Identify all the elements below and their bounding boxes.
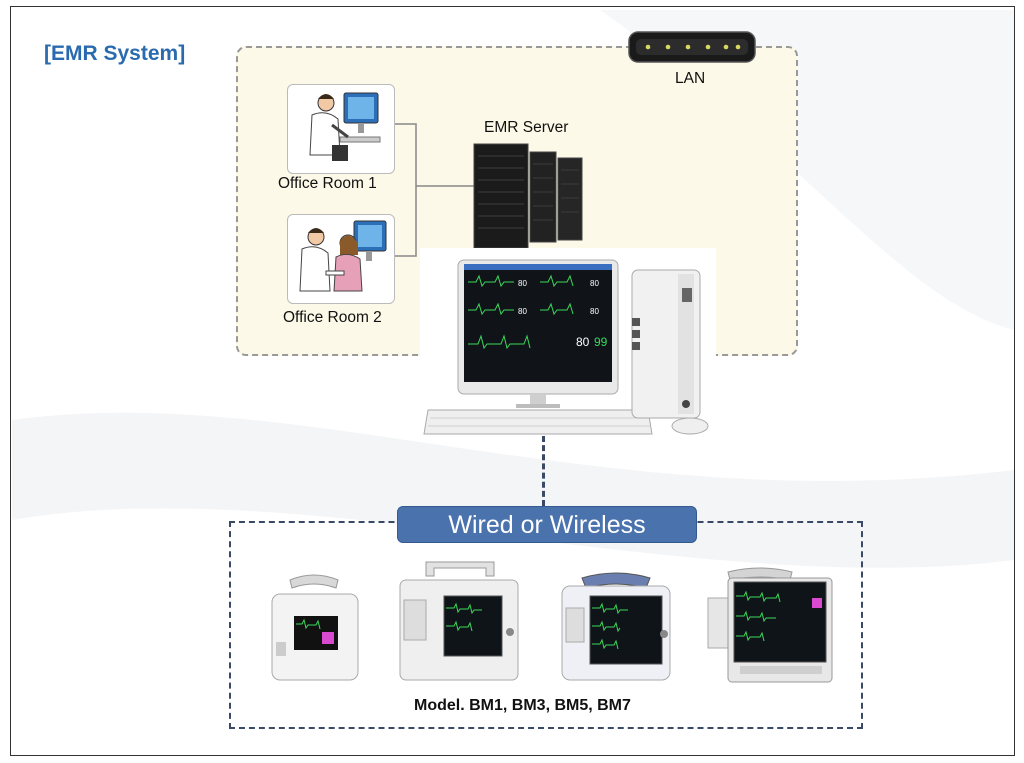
patient-monitor-bm3-icon (399, 561, 519, 681)
office-room-2-label: Office Room 2 (283, 309, 382, 326)
page-title: [EMR System] (44, 42, 186, 65)
network-connector-line (542, 436, 545, 506)
patient-monitor-bm5-icon (561, 572, 671, 681)
office-room-1-image (287, 84, 395, 174)
patient-monitor-bm7-icon (707, 567, 833, 683)
lan-switch-icon (628, 31, 756, 63)
patient-monitor-bm1-icon (271, 574, 359, 681)
svg-text:80: 80 (518, 307, 527, 316)
svg-text:80: 80 (590, 279, 599, 288)
lan-label: LAN (675, 70, 706, 87)
central-station-icon: 80 80 80 80 80 99 (420, 248, 716, 438)
server-rack-icon (473, 143, 583, 249)
office-connector (392, 123, 478, 257)
doctor-with-patient-icon (299, 220, 387, 292)
emr-server-label: EMR Server (484, 119, 569, 136)
svg-text:80: 80 (590, 307, 599, 316)
office-room-2-image (287, 214, 395, 304)
svg-text:80: 80 (576, 335, 590, 349)
office-room-1-label: Office Room 1 (278, 175, 377, 192)
connection-type-label: Wired or Wireless (397, 506, 697, 543)
model-label: Model. BM1, BM3, BM5, BM7 (414, 697, 631, 714)
doctor-at-computer-icon (309, 92, 381, 161)
svg-text:99: 99 (594, 335, 608, 349)
svg-text:80: 80 (518, 279, 527, 288)
